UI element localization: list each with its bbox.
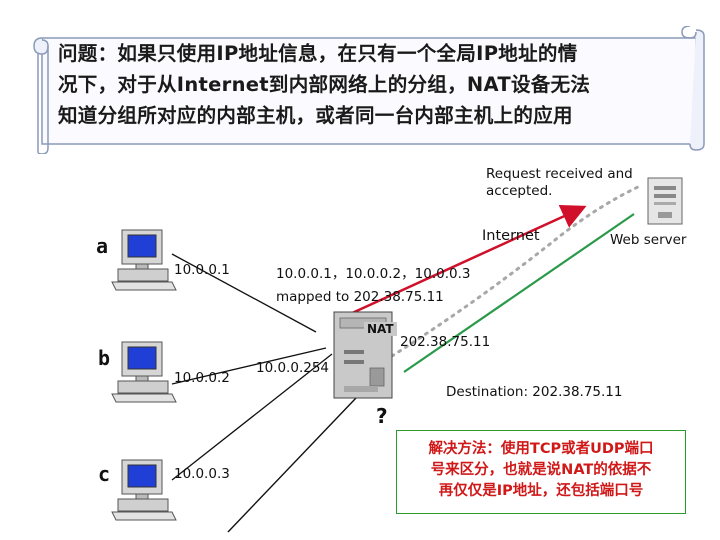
question-line-3: 知道分组所对应的内部主机，或者同一台内部主机上的应用 [58, 104, 573, 127]
link-c-nat [171, 353, 333, 481]
host-c-ip: 10.0.0.3 [174, 466, 230, 482]
question-line-2: 况下，对于从Internet到内部网络上的分组，NAT设备无法 [58, 73, 591, 96]
question-mark: ? [376, 404, 388, 428]
question-text: 问题：如果只使用IP地址信息，在只有一个全局IP地址的情 况下，对于从Inter… [58, 38, 698, 131]
mapped-label: mapped to 202.38.75.11 [276, 289, 444, 305]
solution-line-2: 号来区分，也就是说NAT的依据不 [430, 462, 652, 478]
inbound-arrow [403, 213, 635, 373]
host-b-label: b [98, 346, 111, 370]
computer-b [111, 341, 177, 403]
host-a-ip: 10.0.0.1 [174, 262, 230, 278]
nat-outside-ip-label: 202.38.75.11 [400, 334, 491, 350]
title-scroll-banner [33, 26, 705, 154]
internet-label: Internet [482, 228, 540, 244]
dotted-request-path [390, 184, 642, 358]
computer-a [111, 229, 177, 291]
question-line-1: 问题：如果只使用IP地址信息，在只有一个全局IP地址的情 [58, 42, 578, 65]
link-b-nat [171, 347, 327, 385]
nat-label: NAT [364, 322, 397, 336]
host-b-ip: 10.0.0.2 [174, 370, 230, 386]
web-server-label: Web server [610, 232, 687, 248]
unknown-destination-arrow [227, 397, 357, 533]
solution-box: 解决方法：使用TCP或者UDP端口 号来区分，也就是说NAT的依据不 再仅仅是I… [396, 430, 686, 514]
computer-c [111, 459, 177, 521]
web-server-device [647, 177, 683, 225]
destination-label: Destination: 202.38.75.11 [446, 384, 623, 400]
host-a-label: a [96, 234, 109, 258]
host-c-label: c [98, 462, 111, 486]
request-label: Request received and accepted. [486, 166, 633, 199]
link-a-nat [171, 253, 317, 333]
solution-line-3: 再仅仅是IP地址，还包括端口号 [438, 483, 644, 499]
internal-ips-label: 10.0.0.1，10.0.0.2，10.0.0.3 [276, 266, 471, 282]
nat-inside-ip-label: 10.0.0.254 [256, 360, 329, 376]
solution-line-1: 解决方法：使用TCP或者UDP端口 [428, 441, 654, 457]
outbound-arrow [349, 204, 587, 316]
